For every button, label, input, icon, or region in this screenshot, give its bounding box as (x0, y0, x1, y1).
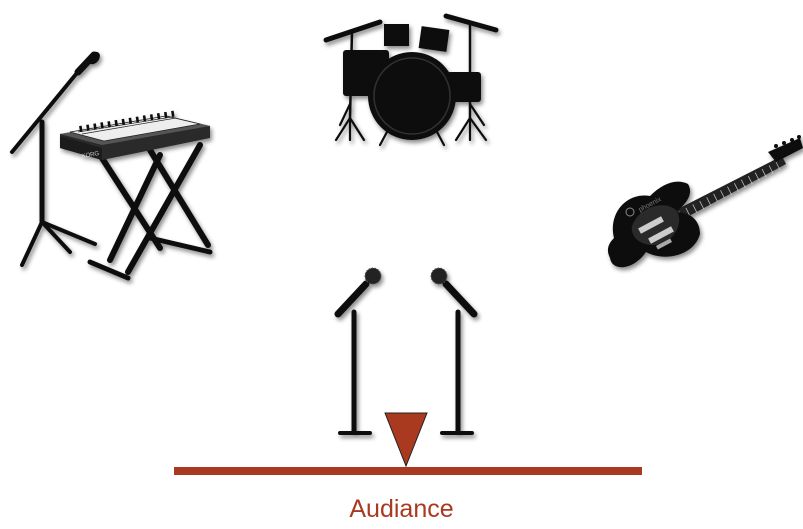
audience-label: Audiance (0, 494, 803, 524)
keyboard-with-mic-stand-icon: KORG (12, 49, 210, 278)
keyboard-stand-icon (90, 145, 210, 278)
boom-mic-stand-icon (12, 55, 95, 265)
vocal-mic-right-icon (431, 268, 474, 433)
guitar-icon: phoenix (608, 135, 803, 267)
drum-kit-icon (326, 16, 496, 145)
audience-line (174, 467, 642, 475)
vocal-mic-left-icon (338, 268, 381, 433)
audience-direction-arrow (385, 413, 427, 466)
keyboard-icon: KORG (60, 111, 210, 160)
